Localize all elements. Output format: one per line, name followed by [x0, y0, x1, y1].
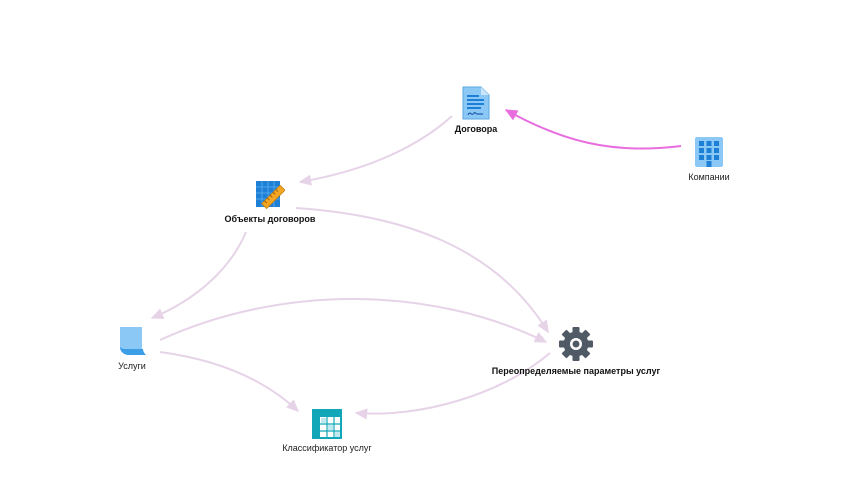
node-label: Компании [688, 172, 730, 182]
edge-services-to-overridden-params[interactable] [159, 298, 548, 343]
edge-services-to-service-classifier[interactable] [159, 351, 300, 412]
node-contracts[interactable]: Договора [434, 86, 518, 134]
edge-contracts-to-contract-objects[interactable] [298, 115, 453, 186]
node-services[interactable]: Услуги [104, 325, 160, 371]
table-grid-icon [312, 409, 342, 439]
node-label: Переопределяемые параметры услуг [491, 366, 661, 376]
node-companies[interactable]: Компании [669, 136, 749, 182]
edge-contract-objects-to-services[interactable] [150, 231, 247, 319]
node-overridden-params[interactable]: Переопределяемые параметры услуг [471, 326, 681, 376]
scroll-paper-icon [120, 327, 146, 355]
edge-companies-to-contracts[interactable] [504, 109, 682, 150]
edge-contract-objects-to-overridden-params[interactable] [295, 207, 549, 334]
node-label: Объекты договоров [224, 214, 316, 224]
contract-document-icon [462, 86, 490, 120]
node-contract-objects[interactable]: Объекты договоров [205, 180, 335, 224]
node-label: Услуги [118, 361, 146, 371]
node-label: Договора [454, 124, 498, 134]
edge-overridden-params-to-service-classifier[interactable] [354, 352, 551, 420]
gear-icon [559, 327, 593, 361]
blueprint-ruler-icon [256, 181, 285, 210]
node-service-classifier[interactable]: Классификатор услуг [271, 409, 383, 453]
node-label: Классификатор услуг [282, 443, 372, 453]
office-building-icon [695, 137, 723, 167]
